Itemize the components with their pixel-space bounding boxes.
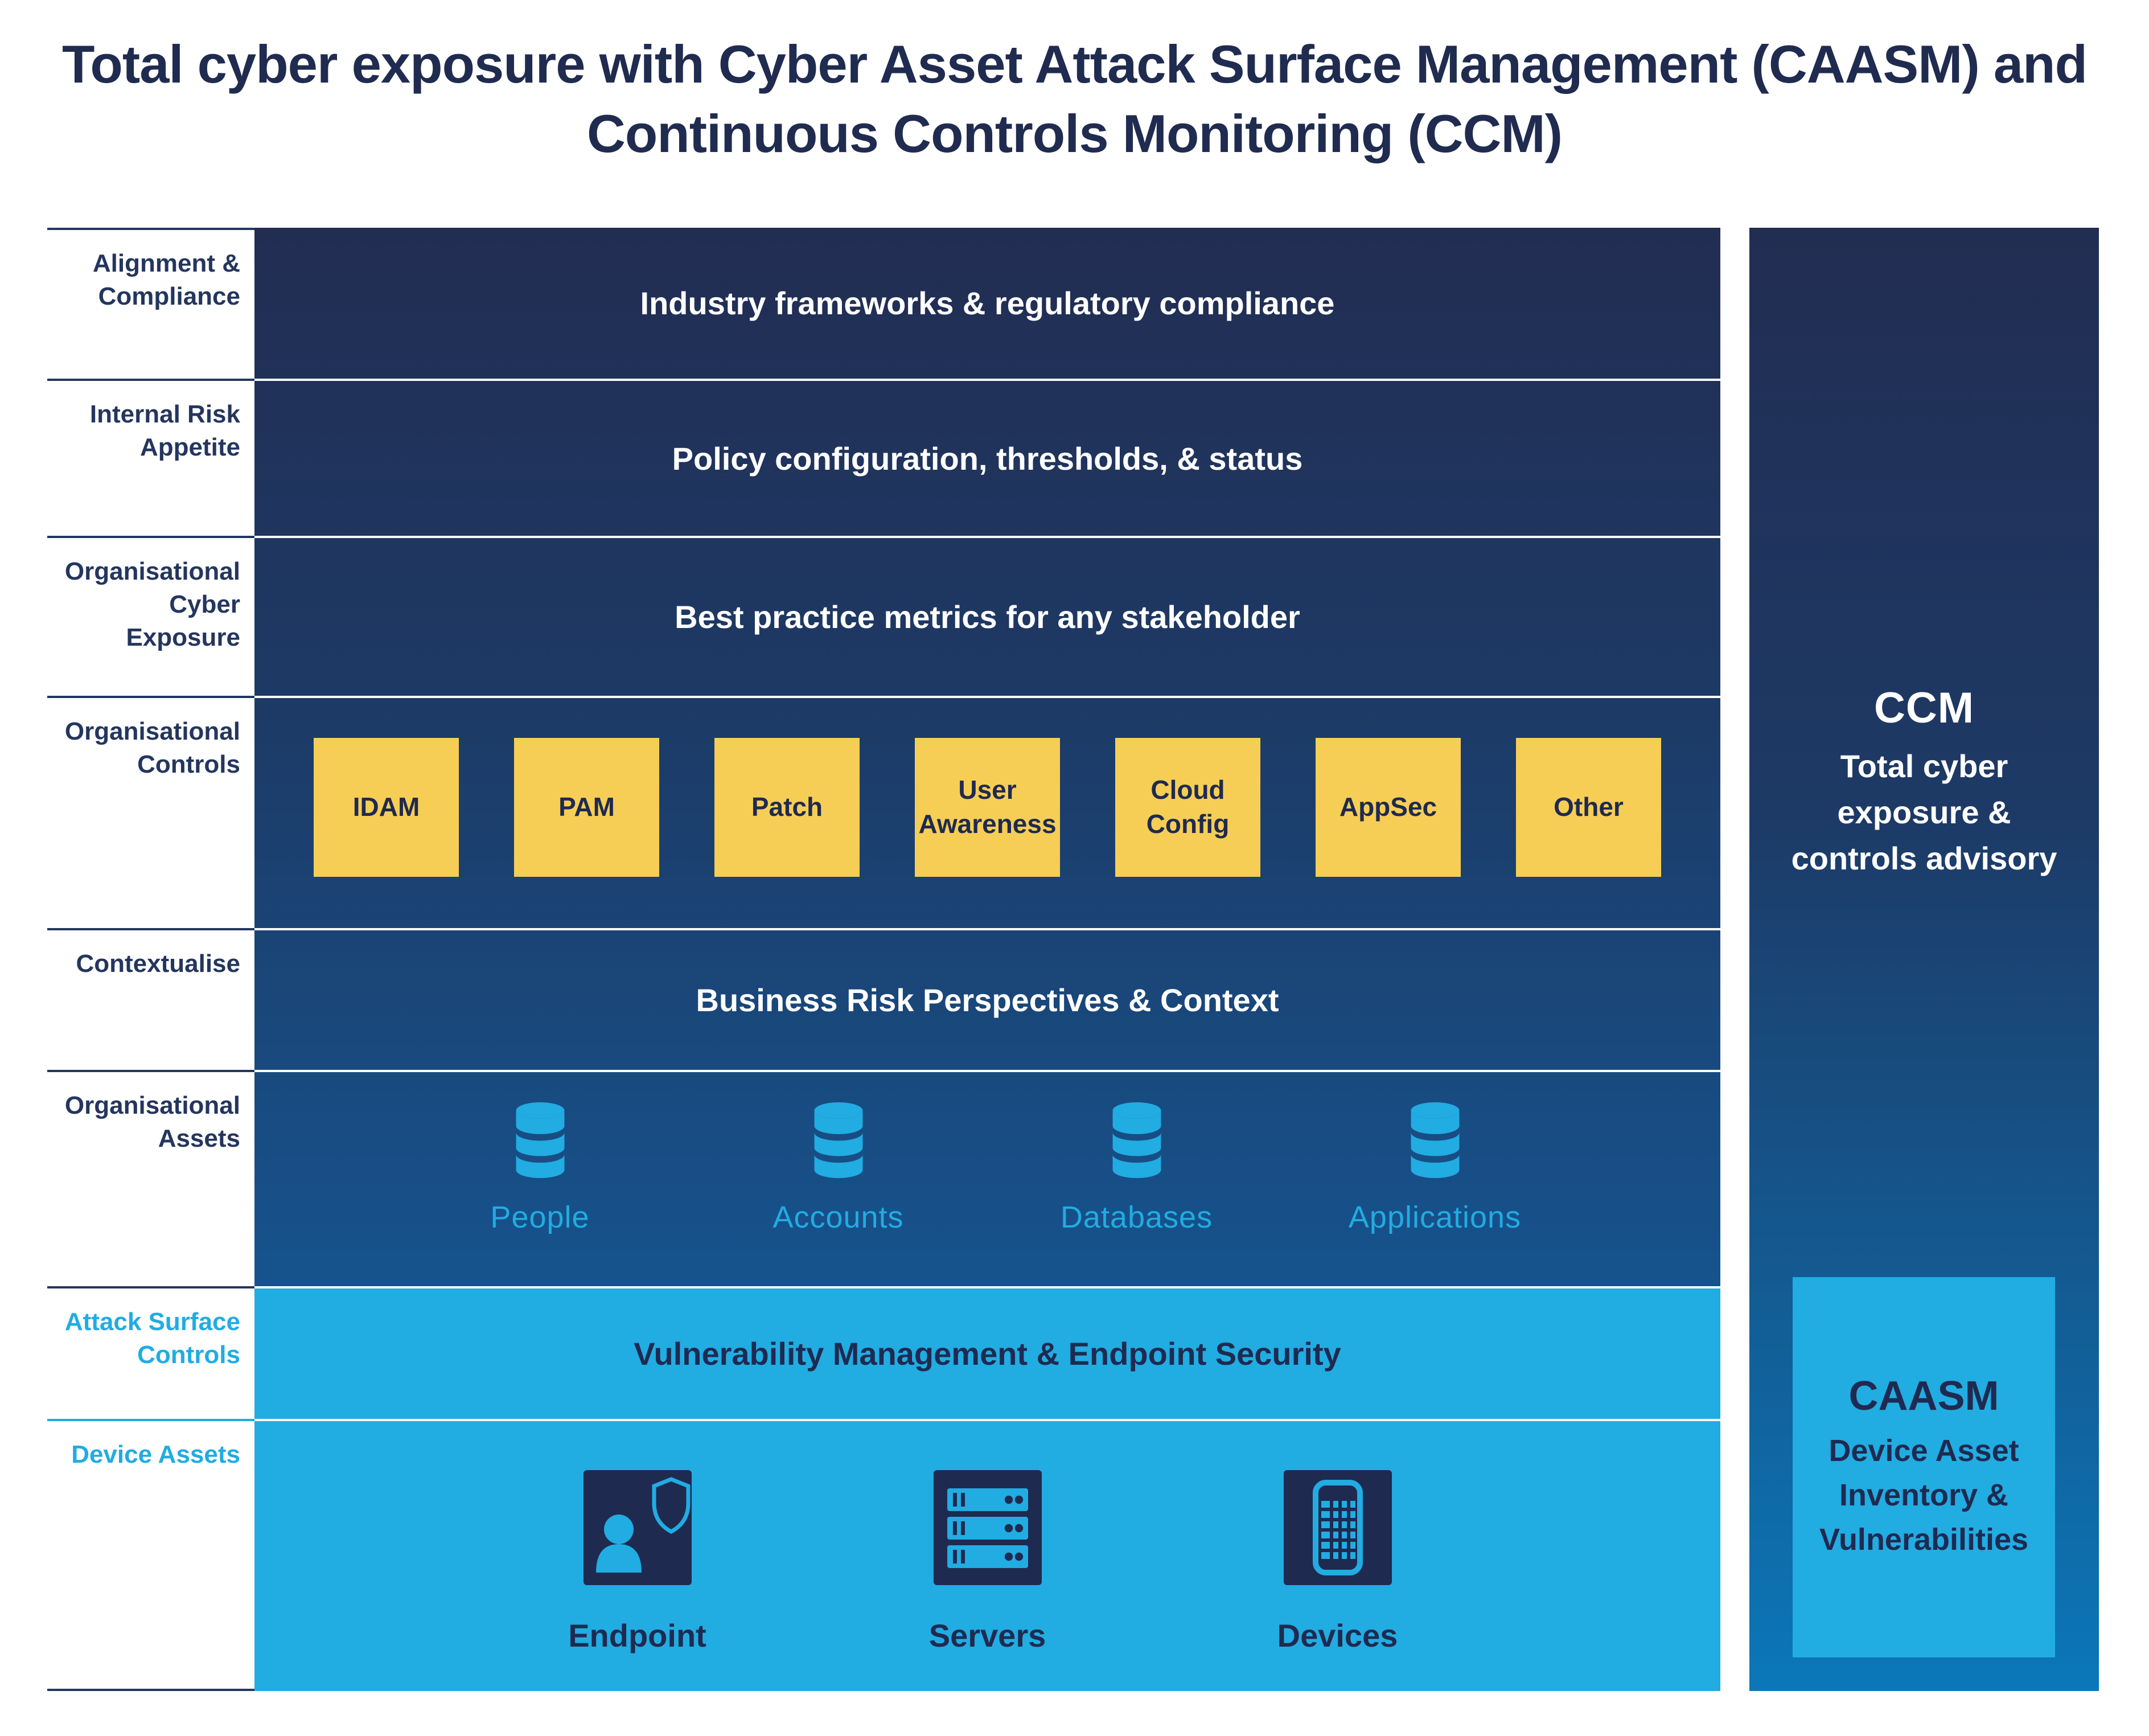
control-box-idam: IDAM <box>314 738 459 877</box>
control-box-cloud-config: Cloud Config <box>1115 738 1260 877</box>
main-panel-gradient-section: Industry frameworks & regulatory complia… <box>254 228 1720 1286</box>
banner-vulnerability-management: Vulnerability Management & Endpoint Secu… <box>254 1286 1720 1419</box>
asset-item-databases: Databases <box>1061 1102 1212 1235</box>
control-box-user-awareness: User Awareness <box>915 738 1060 877</box>
diagram: Alignment & Compliance Internal Risk App… <box>47 228 2099 1691</box>
control-box-patch: Patch <box>714 738 860 877</box>
asset-label: Applications <box>1348 1200 1522 1234</box>
caasm-subtitle: Device Asset Inventory & Vulnerabilities <box>1819 1433 2029 1557</box>
asset-label: People <box>490 1200 590 1234</box>
asset-label: Databases <box>1060 1200 1213 1234</box>
device-label: Devices <box>1277 1618 1398 1653</box>
main-panel: Industry frameworks & regulatory complia… <box>254 228 1720 1691</box>
banner-business-risk-context: Business Risk Perspectives & Context <box>254 928 1720 1070</box>
mobile-device-icon <box>1283 1470 1392 1585</box>
database-icon <box>1407 1102 1464 1180</box>
endpoint-shield-person-icon <box>583 1470 692 1585</box>
database-icon <box>512 1102 569 1180</box>
row-label-internal-risk-appetite: Internal Risk Appetite <box>47 379 254 536</box>
server-rack-icon <box>933 1470 1042 1585</box>
banner-industry-frameworks: Industry frameworks & regulatory complia… <box>640 285 1335 321</box>
device-assets-row: Endpoint <box>254 1419 1720 1691</box>
device-item-devices: Devices <box>1277 1470 1398 1654</box>
organisational-assets-row: People <box>254 1070 1720 1286</box>
database-icon <box>1108 1102 1165 1180</box>
ccm-title: CCM <box>1873 684 1975 732</box>
caasm-box: CAASM Device Asset Inventory & Vulnerabi… <box>1793 1277 2055 1657</box>
asset-item-accounts: Accounts <box>773 1102 904 1235</box>
ccm-panel: CCM Total cyber exposure & controls advi… <box>1749 228 2099 1691</box>
row-label-organisational-controls: Organisational Controls <box>47 696 254 928</box>
control-box-appsec: AppSec <box>1316 738 1461 877</box>
row-label-alignment-compliance: Alignment & Compliance <box>47 228 254 379</box>
caasm-title: CAASM <box>1848 1373 1999 1419</box>
asset-item-applications: Applications <box>1349 1102 1521 1235</box>
device-item-endpoint: Endpoint <box>568 1470 706 1654</box>
row-label-rail: Alignment & Compliance Internal Risk App… <box>47 228 254 1691</box>
panel-gap <box>1720 228 1749 1691</box>
control-box-pam: PAM <box>514 738 659 877</box>
ccm-text-block: CCM Total cyber exposure & controls advi… <box>1749 683 2099 882</box>
control-box-other: Other <box>1516 738 1661 877</box>
page-title: Total cyber exposure with Cyber Asset At… <box>61 34 2088 164</box>
database-icon <box>810 1102 867 1180</box>
row-label-contextualise: Contextualise <box>47 928 254 1070</box>
row-label-organisational-cyber-exposure: Organisational Cyber Exposure <box>47 536 254 696</box>
ccm-subtitle: Total cyber exposure & controls advisory <box>1791 748 2057 877</box>
organisational-controls-row: IDAM PAM Patch User Awareness Cloud Conf… <box>254 696 1720 928</box>
row-label-organisational-assets: Organisational Assets <box>47 1070 254 1286</box>
device-label: Endpoint <box>568 1618 706 1653</box>
asset-label: Accounts <box>773 1200 904 1234</box>
banner-best-practice-metrics: Best practice metrics for any stakeholde… <box>254 536 1720 696</box>
main-panel-lightblue-section: Vulnerability Management & Endpoint Secu… <box>254 1286 1720 1691</box>
row-label-device-assets: Device Assets <box>47 1419 254 1691</box>
banner-policy-configuration: Policy configuration, thresholds, & stat… <box>254 379 1720 536</box>
device-label: Servers <box>928 1618 1046 1653</box>
asset-item-people: People <box>476 1102 604 1235</box>
row-label-attack-surface-controls: Attack Surface Controls <box>47 1286 254 1419</box>
device-item-servers: Servers <box>929 1470 1046 1654</box>
